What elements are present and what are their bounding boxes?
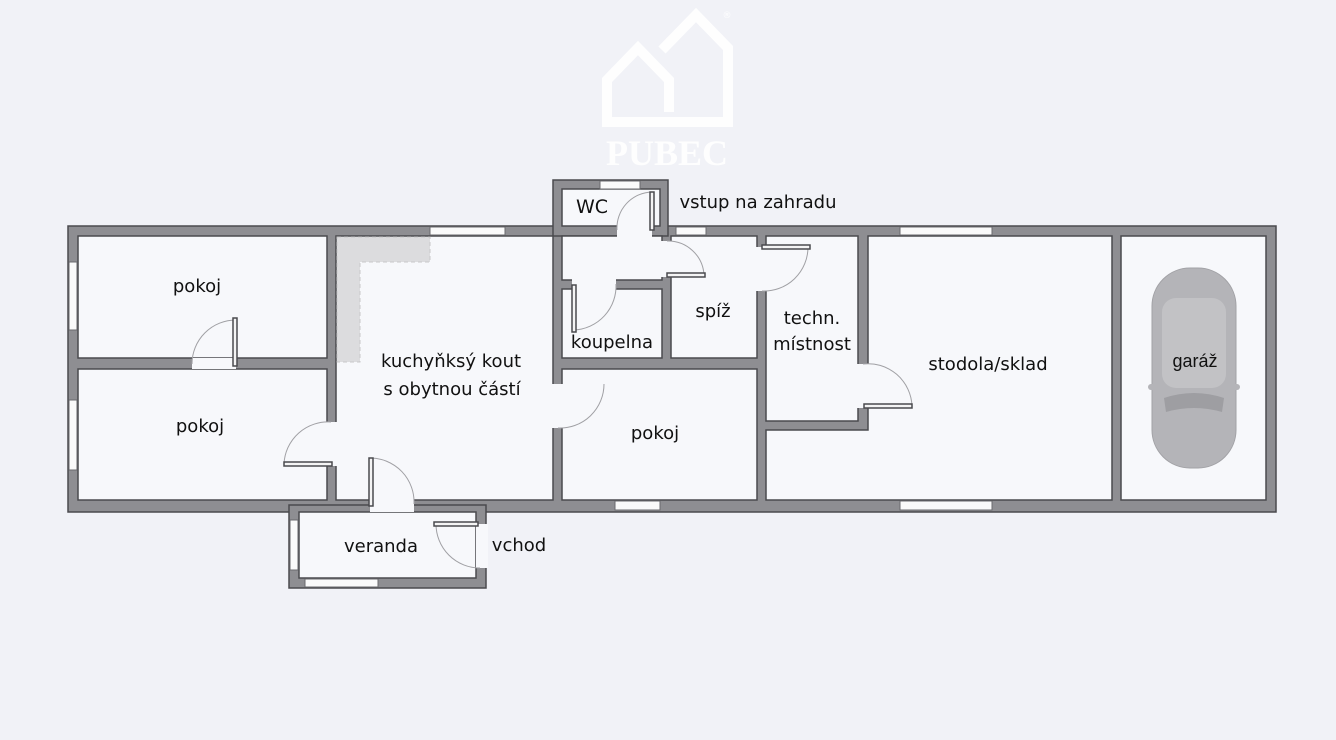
windows xyxy=(68,180,993,588)
room-wc xyxy=(561,188,661,227)
pubec-logo: PUBEC ® xyxy=(602,7,733,173)
label-kitchen-2: s obytnou částí xyxy=(383,379,521,400)
room-pokoj-left xyxy=(77,368,328,501)
room-pantry xyxy=(670,235,758,359)
label-garage: garáž xyxy=(1172,351,1218,371)
label-veranda: veranda xyxy=(343,536,419,557)
room-pokoj-middle xyxy=(561,368,758,501)
door-garden xyxy=(661,240,706,278)
label-tech-2: místnost xyxy=(773,334,851,355)
room-bathroom xyxy=(561,288,663,359)
door-entrance xyxy=(433,521,488,569)
label-pokoj-top: pokoj xyxy=(172,276,222,297)
door-veranda xyxy=(368,457,415,512)
room-hall xyxy=(561,235,663,281)
room-pokoj-top xyxy=(77,235,328,359)
label-barn: stodola/sklad xyxy=(928,354,1048,375)
room-barn xyxy=(765,235,1113,501)
label-pantry: spíž xyxy=(695,301,731,322)
doors[interactable] xyxy=(191,191,913,569)
room-kitchen xyxy=(335,235,554,501)
label-tech-1: techn. xyxy=(783,308,841,329)
label-pokoj-middle: pokoj xyxy=(630,423,680,444)
label-wc: WC xyxy=(575,196,609,218)
door-pokoj-left xyxy=(283,421,337,467)
label-garden-entry: vstup na zahradu xyxy=(679,192,837,213)
door-pokoj-top xyxy=(191,317,238,369)
kitchen-counter xyxy=(336,236,431,363)
door-pokoj-middle xyxy=(552,383,605,429)
car-icon xyxy=(1148,267,1240,469)
door-wc xyxy=(616,191,655,237)
door-bathroom xyxy=(571,279,617,333)
label-kitchen-1: kuchyňksý kout xyxy=(380,351,522,372)
logo-text: PUBEC xyxy=(606,133,728,173)
label-bathroom: koupelna xyxy=(570,332,654,353)
svg-text:®: ® xyxy=(723,11,732,21)
door-barn xyxy=(857,363,913,409)
label-entrance: vchod xyxy=(491,535,547,556)
label-pokoj-left: pokoj xyxy=(175,416,225,437)
door-tech xyxy=(756,244,811,292)
room-tech xyxy=(765,235,859,422)
